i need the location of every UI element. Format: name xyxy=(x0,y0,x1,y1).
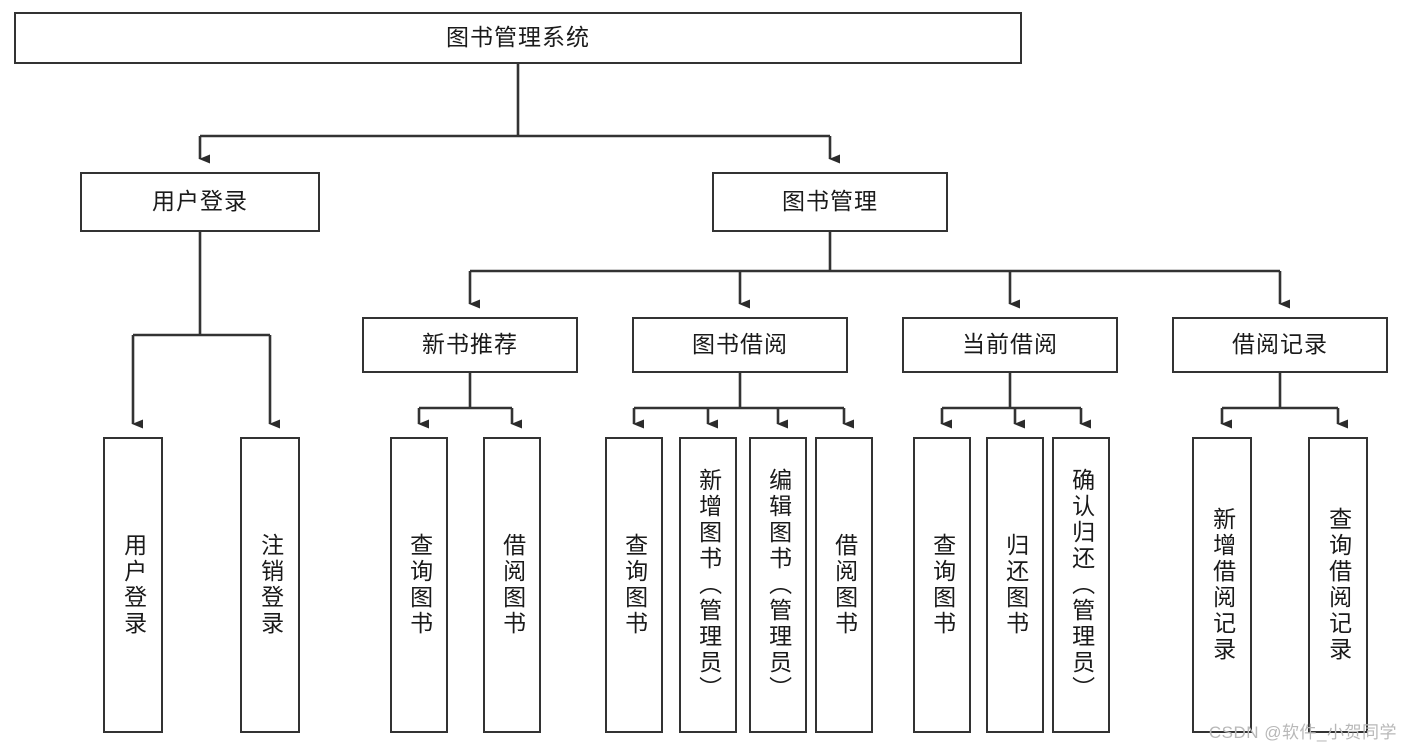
node-label: 用户登录 xyxy=(152,188,248,215)
node-borrow-record[interactable]: 借阅记录 xyxy=(1172,317,1388,373)
node-label: 查询图书 xyxy=(406,533,433,637)
node-label: 归还图书 xyxy=(1002,533,1029,637)
node-leaf-user-login[interactable]: 用户登录 xyxy=(103,437,163,733)
node-label: 借阅记录 xyxy=(1232,331,1328,358)
node-book-manage[interactable]: 图书管理 xyxy=(712,172,948,232)
node-new-book-rec[interactable]: 新书推荐 xyxy=(362,317,578,373)
node-leaf-user-logout[interactable]: 注销登录 xyxy=(240,437,300,733)
node-label: 新增借阅记录 xyxy=(1209,507,1236,663)
node-leaf-add-book[interactable]: 新增图书（管理员） xyxy=(679,437,737,733)
node-leaf-query-book-2[interactable]: 查询图书 xyxy=(605,437,663,733)
node-leaf-query-book-3[interactable]: 查询图书 xyxy=(913,437,971,733)
node-root[interactable]: 图书管理系统 xyxy=(14,12,1022,64)
node-leaf-borrow-book-1[interactable]: 借阅图书 xyxy=(483,437,541,733)
node-label: 编辑图书（管理员） xyxy=(765,468,792,702)
node-label: 注销登录 xyxy=(257,533,284,637)
node-current-borrow[interactable]: 当前借阅 xyxy=(902,317,1118,373)
node-label: 借阅图书 xyxy=(499,533,526,637)
node-leaf-borrow-book-2[interactable]: 借阅图书 xyxy=(815,437,873,733)
node-leaf-edit-book[interactable]: 编辑图书（管理员） xyxy=(749,437,807,733)
node-leaf-add-record[interactable]: 新增借阅记录 xyxy=(1192,437,1252,733)
node-label: 确认归还（管理员） xyxy=(1068,468,1095,702)
node-label: 当前借阅 xyxy=(962,331,1058,358)
node-label: 查询借阅记录 xyxy=(1325,507,1352,663)
node-label: 查询图书 xyxy=(621,533,648,637)
node-user-login[interactable]: 用户登录 xyxy=(80,172,320,232)
node-label: 图书管理 xyxy=(782,188,878,215)
node-label: 新书推荐 xyxy=(422,331,518,358)
node-label: 图书管理系统 xyxy=(446,24,590,51)
node-label: 图书借阅 xyxy=(692,331,788,358)
node-leaf-confirm-return[interactable]: 确认归还（管理员） xyxy=(1052,437,1110,733)
node-leaf-query-book-1[interactable]: 查询图书 xyxy=(390,437,448,733)
node-leaf-query-record[interactable]: 查询借阅记录 xyxy=(1308,437,1368,733)
watermark-credit: CSDN @软件_小贺同学 xyxy=(1208,723,1397,742)
node-label: 用户登录 xyxy=(120,533,147,637)
node-label: 新增图书（管理员） xyxy=(695,468,722,702)
node-book-borrow[interactable]: 图书借阅 xyxy=(632,317,848,373)
node-label: 借阅图书 xyxy=(831,533,858,637)
node-label: 查询图书 xyxy=(929,533,956,637)
node-leaf-return-book[interactable]: 归还图书 xyxy=(986,437,1044,733)
